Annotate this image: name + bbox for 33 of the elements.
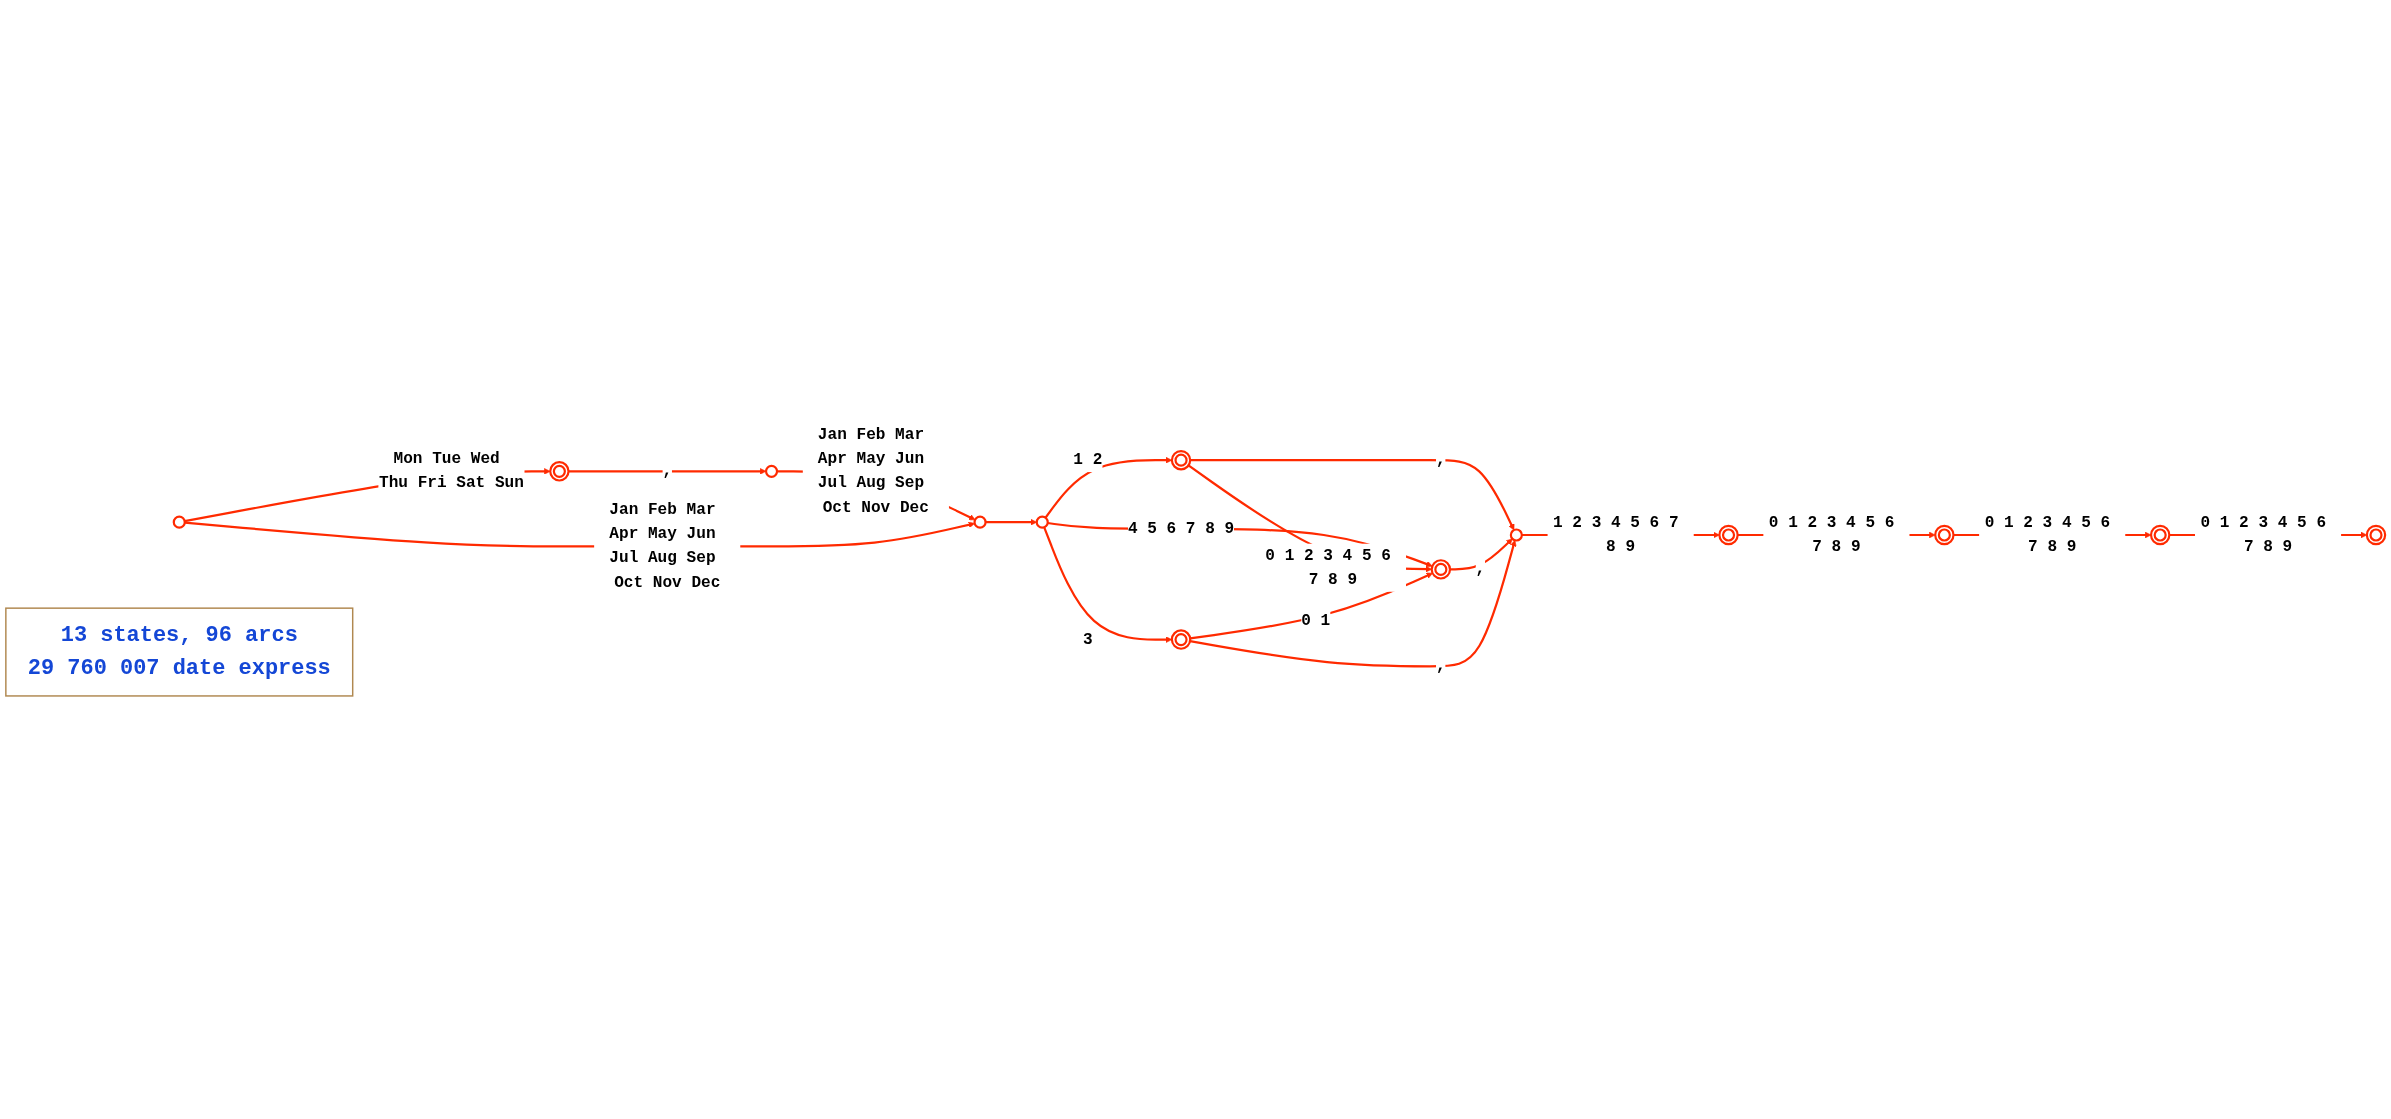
node-doublecircle [2365, 524, 2387, 546]
edge-label: , [1475, 560, 1486, 579]
edge-label: 1 2 3 4 5 6 7 8 9 [1553, 513, 1679, 557]
edge-label: Jan Feb Mar Apr May Jun Jul Aug Sep Oct Nov Dec [609, 500, 721, 592]
node-circle [1509, 528, 1523, 542]
edge-label: 1 2 [1073, 451, 1103, 470]
edge-label: 3 [1082, 630, 1093, 649]
edge-label: , [662, 462, 673, 481]
edge-label: , [1436, 451, 1446, 470]
edge-label: Mon Tue Wed Thu Fri Sat Sun [379, 450, 524, 493]
arrow [1450, 538, 1513, 571]
node-circle [764, 464, 779, 478]
node-doublecircle [2149, 524, 2171, 546]
node-circle [973, 515, 987, 529]
edge-label: 0 1 2 3 4 5 6 7 8 9 [1984, 513, 2111, 557]
edge-label: , [1436, 657, 1446, 676]
arrow [1189, 572, 1433, 640]
arrow [1044, 456, 1173, 519]
node-doublecircle [1170, 449, 1192, 471]
arrow [1043, 526, 1173, 643]
node-box: 13 states, 96 arcs 29 760 007 date express [5, 607, 354, 697]
edge-label: 4 5 6 7 8 9 [1127, 519, 1235, 539]
arrow [1190, 459, 1515, 531]
edge-label: 0 1 2 3 4 5 6 7 8 9 [1768, 513, 1895, 557]
edge-label: Jan Feb Mar Apr May Jun Jul Aug Sep Oct Nov Dec [817, 425, 929, 517]
arrow [985, 518, 1038, 526]
node-circle [172, 515, 186, 529]
arrow [568, 468, 767, 475]
edge-label: 0 1 2 3 4 5 6 7 8 9 [2200, 513, 2327, 557]
edge-label: 0 1 2 3 4 5 6 7 8 9 [1265, 546, 1391, 589]
node-circle [1035, 515, 1049, 529]
edge-label: 0 1 [1301, 611, 1331, 631]
arrow [1189, 540, 1517, 668]
